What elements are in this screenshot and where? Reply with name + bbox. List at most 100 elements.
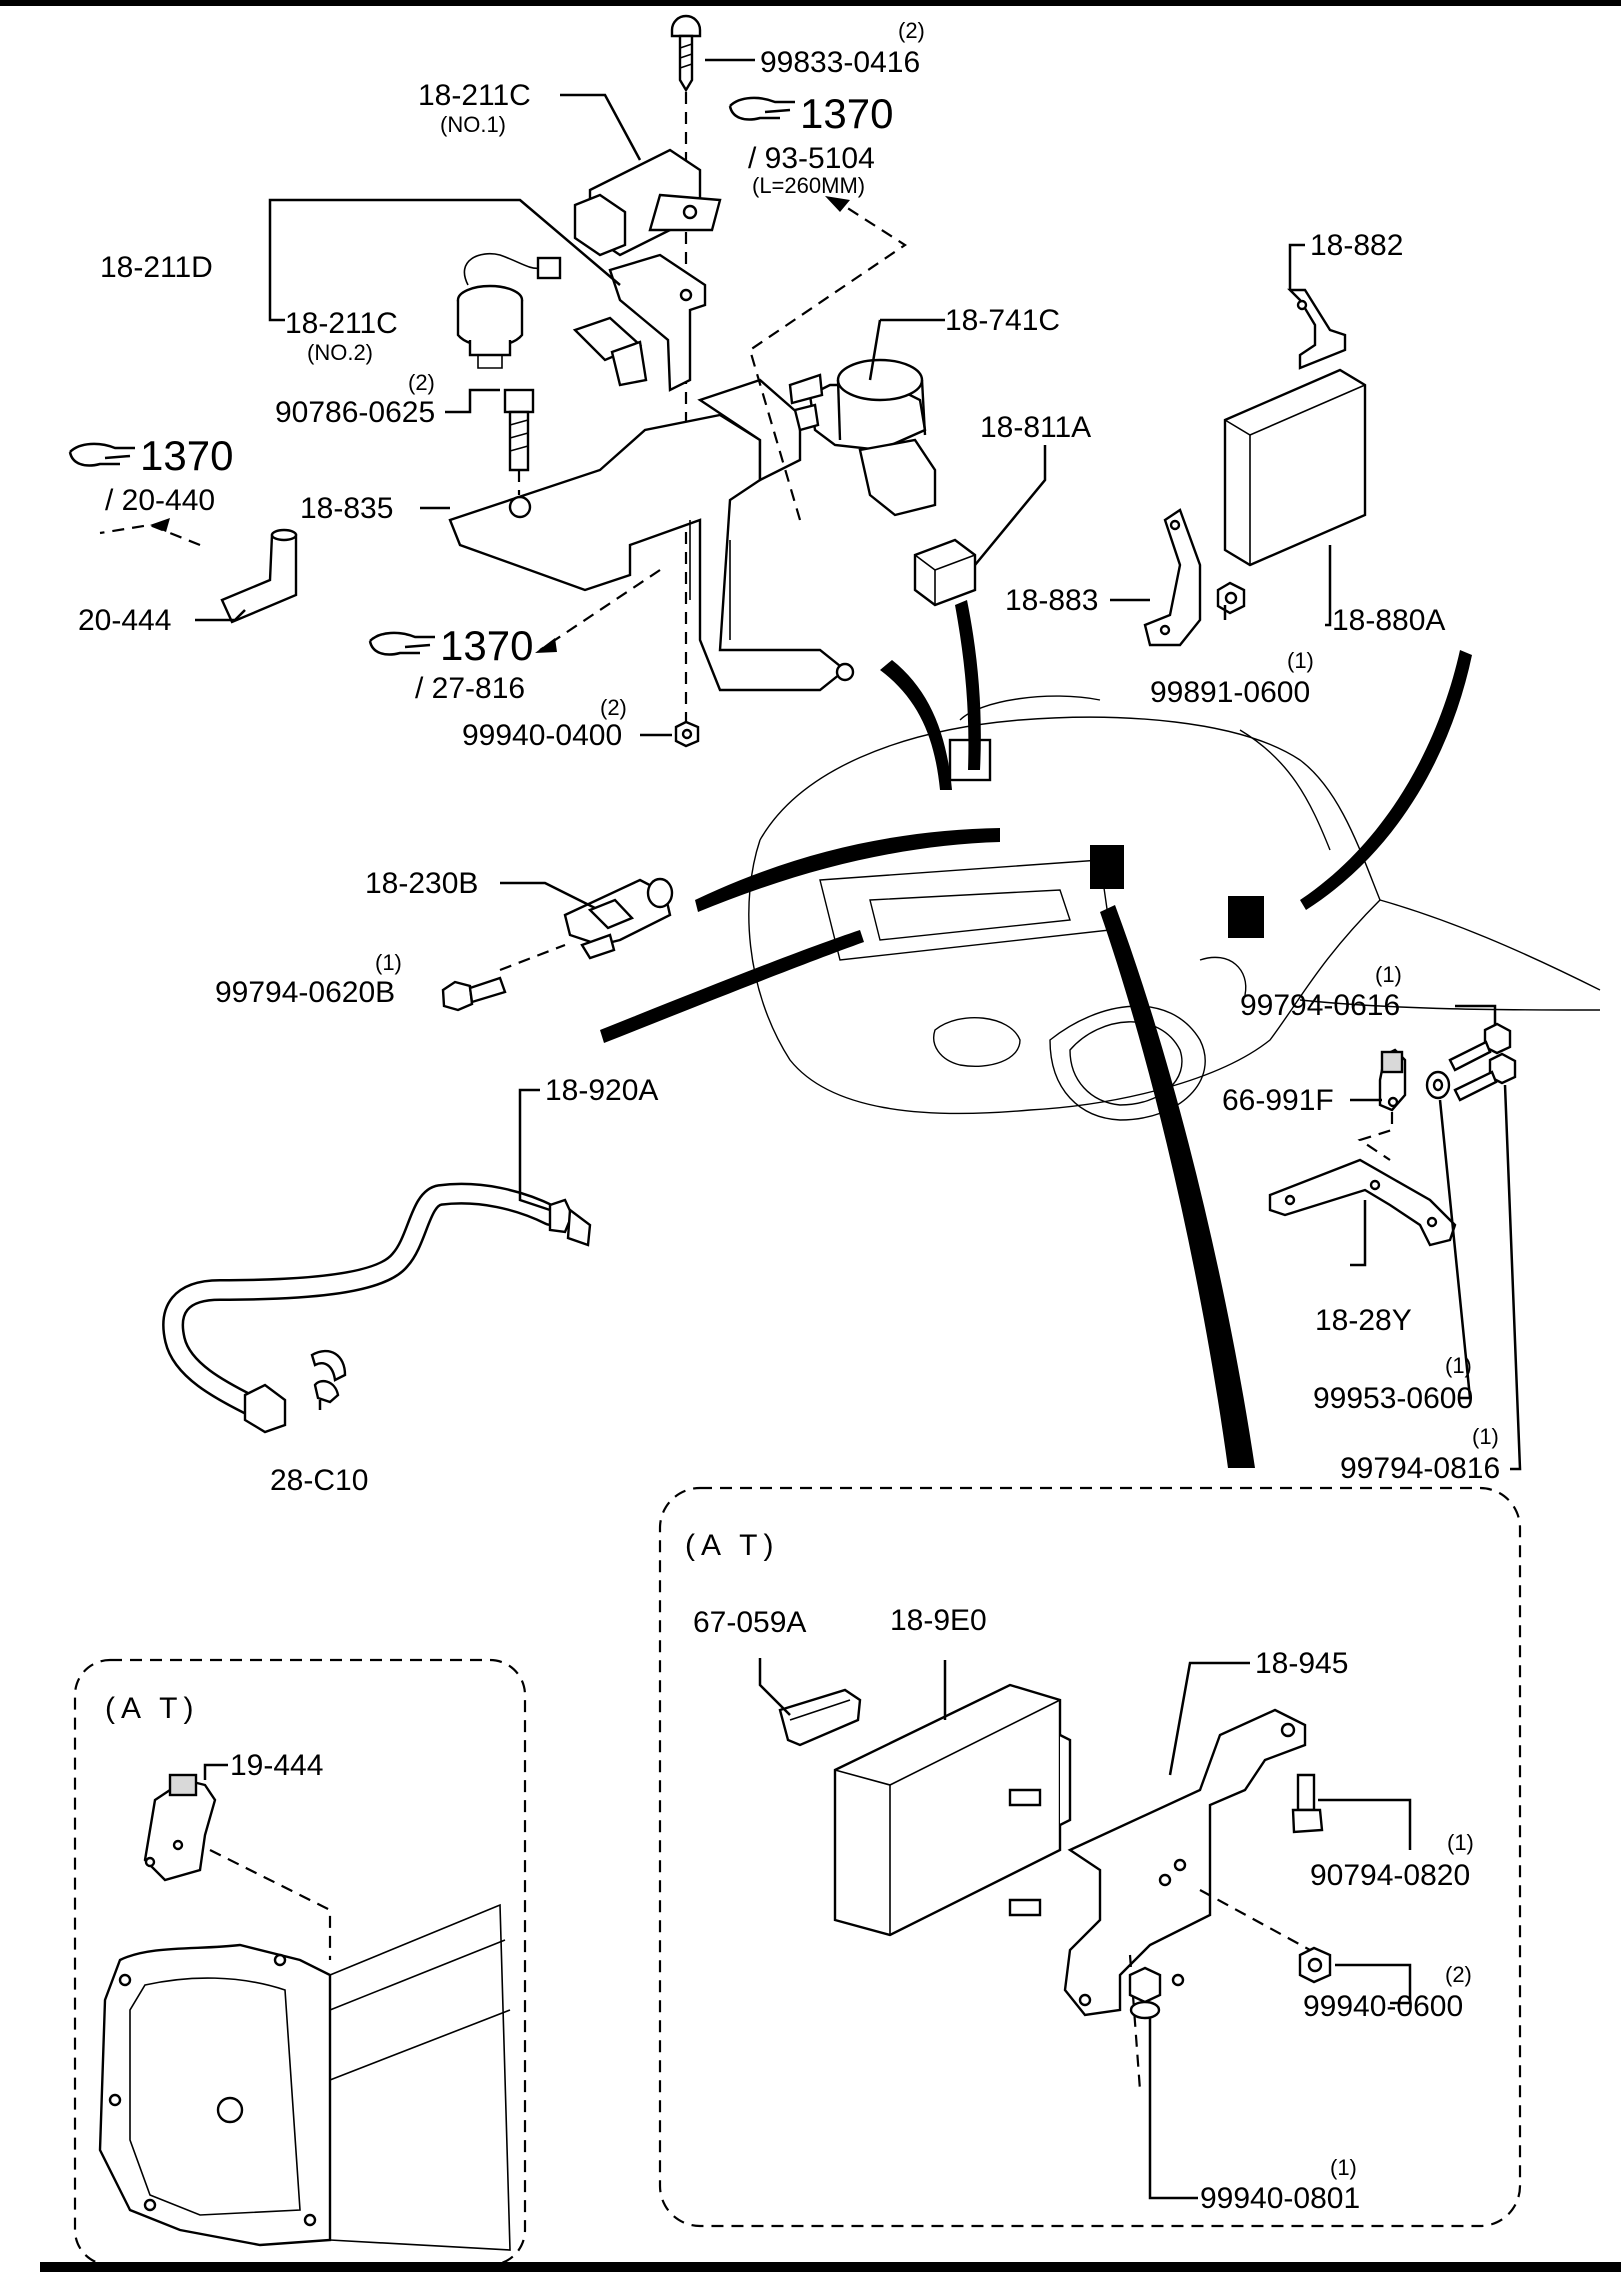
nut-99940-0801 bbox=[1128, 1966, 1162, 2020]
ref-20-440-line bbox=[99, 523, 201, 547]
part-18-811a: 18-811A bbox=[980, 411, 1091, 444]
hose-20-444 bbox=[220, 528, 298, 624]
transmission-case bbox=[98, 1903, 511, 2251]
part-20-444: 20-444 bbox=[78, 604, 171, 637]
part-18-9e0: 18-9E0 bbox=[890, 1604, 987, 1637]
at-left-section-border bbox=[73, 1658, 527, 2267]
harness-18-920a bbox=[162, 1182, 592, 1434]
at-right-section-border bbox=[658, 1486, 1522, 2228]
qty-99940-0400: (2) bbox=[600, 695, 627, 720]
ref-27-816-arrowhead bbox=[535, 638, 557, 653]
ref-2-sub: / 20-440 bbox=[105, 484, 215, 517]
qty-99794-0620b: (1) bbox=[375, 950, 402, 975]
sensor-18-211c-no2 bbox=[456, 253, 562, 369]
ref-1-note: (L=260MM) bbox=[752, 173, 865, 198]
qty-90794-0820: (1) bbox=[1447, 1830, 1474, 1855]
at-left-title: (A T) bbox=[105, 1692, 199, 1725]
part-99891-0600: 99891-0600 bbox=[1150, 676, 1310, 709]
ref-2-number: 1370 bbox=[140, 432, 233, 479]
reference-hand-icon bbox=[68, 442, 135, 467]
note-18-211c-no1: (NO.1) bbox=[440, 112, 506, 137]
tcm-18-9e0 bbox=[833, 1683, 1072, 1937]
part-99794-0816: 99794-0816 bbox=[1340, 1452, 1500, 1485]
bracket-18-883 bbox=[1143, 508, 1202, 647]
part-99794-0616: 99794-0616 bbox=[1240, 989, 1400, 1022]
part-67-059a: 67-059A bbox=[693, 1606, 806, 1639]
screw-99833 bbox=[670, 14, 702, 93]
part-19-444: 19-444 bbox=[230, 1749, 323, 1782]
ref-1-sub: / 93-5104 bbox=[748, 142, 875, 175]
bottom-border bbox=[40, 2262, 1621, 2272]
at-right-title: (A T) bbox=[685, 1529, 779, 1562]
part-90794-0820: 90794-0820 bbox=[1310, 1859, 1470, 1892]
washer-99953-0600 bbox=[1425, 1070, 1451, 1100]
part-18-211d: 18-211D bbox=[100, 251, 213, 284]
qty-99891-0600: (1) bbox=[1287, 648, 1314, 673]
tcm-location-mark bbox=[1228, 896, 1264, 938]
leader-band-ecu bbox=[1300, 650, 1472, 910]
sensor-18-211c-no1 bbox=[573, 148, 722, 257]
sensor-axis bbox=[1357, 1112, 1394, 1161]
part-18-882: 18-882 bbox=[1310, 229, 1403, 262]
leader-band-sensor bbox=[695, 828, 1000, 912]
nut-99940-0400 bbox=[674, 720, 700, 748]
part-90786-0625: 90786-0625 bbox=[275, 396, 435, 429]
sensor-19-444 bbox=[143, 1773, 217, 1882]
bolt-99794-0616 bbox=[1448, 1022, 1512, 1072]
qty-99833-0416: (2) bbox=[898, 18, 925, 43]
ref-3-number: 1370 bbox=[440, 622, 533, 669]
nut-99891-0600 bbox=[1216, 581, 1246, 615]
leader-band-harness bbox=[600, 930, 864, 1043]
ref-93-5104-line bbox=[748, 199, 907, 521]
studs bbox=[1008, 1788, 1042, 1917]
qty-90786-0625: (2) bbox=[408, 370, 435, 395]
relay-18-811a bbox=[913, 538, 977, 607]
bracket-18-211d bbox=[572, 253, 707, 392]
qty-99794-0616: (1) bbox=[1375, 962, 1402, 987]
leader-lines bbox=[195, 58, 1522, 2200]
ref-1-number: 1370 bbox=[800, 90, 893, 137]
leader-band-bracket bbox=[880, 660, 952, 790]
sensor-18-230b bbox=[563, 877, 674, 960]
part-18-880a: 18-880A bbox=[1332, 604, 1445, 637]
bolt-99794-0816 bbox=[1453, 1052, 1517, 1102]
qty-99953-0600: (1) bbox=[1445, 1353, 1472, 1378]
part-28-c10: 28-C10 bbox=[270, 1464, 368, 1497]
bolt-99794-0620b bbox=[441, 976, 507, 1012]
part-18-945: 18-945 bbox=[1255, 1647, 1348, 1680]
bolt-90786 bbox=[503, 388, 535, 472]
part-99940-0400: 99940-0400 bbox=[462, 719, 622, 752]
ecu-18-880a bbox=[1223, 368, 1367, 567]
ref-27-816-line bbox=[539, 569, 661, 651]
bracket-18-882 bbox=[1287, 288, 1347, 370]
sensor-66-991f bbox=[1378, 1048, 1407, 1112]
nut-axis-line bbox=[1199, 1889, 1311, 1951]
note-18-211c-no2: (NO.2) bbox=[307, 340, 373, 365]
reference-hand-icon bbox=[368, 631, 435, 656]
clip-67-059a bbox=[778, 1688, 862, 1747]
leader-band-relay bbox=[955, 600, 981, 770]
part-18-230b: 18-230B bbox=[365, 867, 478, 900]
leader-band-at bbox=[1100, 905, 1255, 1468]
bracket-18-28y bbox=[1268, 1158, 1457, 1247]
bracket-18-945 bbox=[1063, 1708, 1307, 2017]
top-border bbox=[0, 0, 1621, 6]
ref-3-sub: / 27-816 bbox=[415, 672, 525, 705]
reference-hand-icon bbox=[728, 96, 795, 121]
clip-28-c10 bbox=[310, 1349, 347, 1404]
qty-99940-0801: (1) bbox=[1330, 2155, 1357, 2180]
bolt-90794-0820 bbox=[1291, 1773, 1324, 1834]
ref-93-5104-arrowhead bbox=[825, 196, 850, 212]
part-99940-0801: 99940-0801 bbox=[1200, 2182, 1360, 2215]
ecu-location-mark bbox=[1090, 845, 1124, 889]
solenoid-18-741c bbox=[788, 358, 937, 517]
part-99794-0620b: 99794-0620B bbox=[215, 976, 395, 1009]
part-18-835: 18-835 bbox=[300, 492, 393, 525]
nut-99940-0600 bbox=[1298, 1946, 1332, 1984]
qty-99794-0816: (1) bbox=[1472, 1424, 1499, 1449]
part-18-920a: 18-920A bbox=[545, 1074, 658, 1107]
part-66-991f: 66-991F bbox=[1222, 1084, 1334, 1117]
part-18-883: 18-883 bbox=[1005, 584, 1098, 617]
part-18-211c-no2: 18-211C bbox=[285, 307, 398, 340]
